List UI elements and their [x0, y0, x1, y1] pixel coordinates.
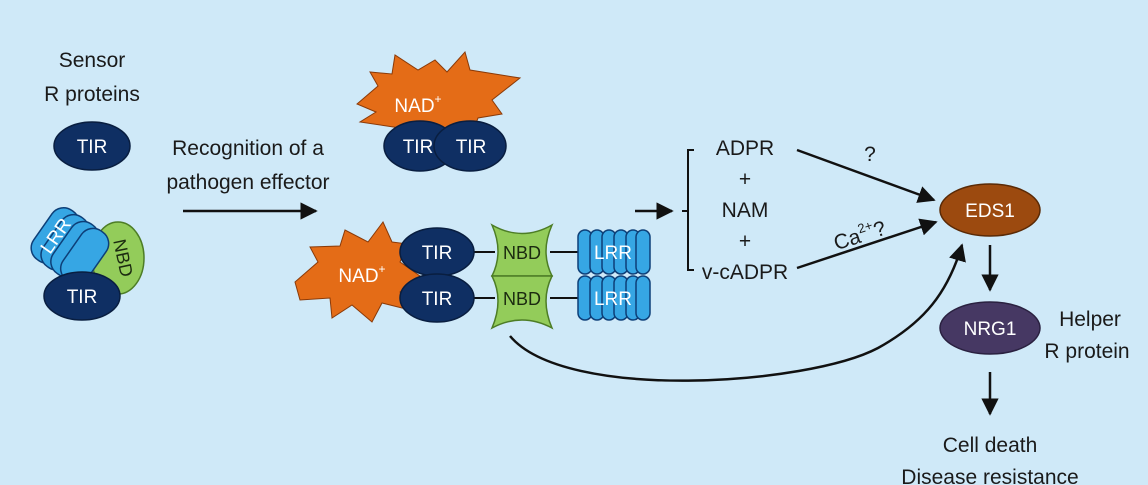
tir-dimer-nad-complex: NAD+ TIR TIR: [356, 50, 522, 172]
outcome-label-line2: Disease resistance: [901, 466, 1078, 485]
sensor-label-line2: R proteins: [44, 83, 140, 106]
tir-label: TIR: [456, 137, 487, 158]
nbd-label: NBD: [503, 243, 541, 263]
recognition-label-line2: pathogen effector: [166, 171, 329, 194]
folded-sensor-protein: NBD LRR TIR: [30, 206, 145, 321]
products-bracket: [682, 149, 694, 271]
tir-label: TIR: [77, 137, 108, 158]
helper-label-line2: R protein: [1044, 340, 1129, 363]
nrg1-label: NRG1: [964, 319, 1017, 340]
eds1-label: EDS1: [965, 201, 1015, 222]
plus-sign: +: [739, 230, 751, 253]
nbd-domain: [490, 275, 554, 330]
tir-label: TIR: [67, 287, 98, 308]
vcadpr-label: v-cADPR: [702, 261, 788, 284]
nbd-label: NBD: [503, 289, 541, 309]
recognition-label-line1: Recognition of a: [172, 137, 324, 160]
lrr-domain: LRR: [30, 206, 110, 285]
tir-label: TIR: [422, 243, 453, 264]
lrr-label: LRR: [594, 243, 632, 264]
lrr-label: LRR: [594, 289, 632, 310]
tir-label: TIR: [422, 289, 453, 310]
nam-label: NAM: [722, 199, 769, 222]
resistosome-to-eds1-arrow: [509, 243, 966, 382]
adpr-label: ADPR: [716, 137, 774, 160]
calcium-label: Ca2+?: [830, 214, 889, 255]
outcome-label-line1: Cell death: [943, 434, 1038, 457]
tir-domain-single: TIR: [53, 121, 131, 171]
helper-label-line1: Helper: [1059, 308, 1121, 331]
unknown-mark: ?: [864, 143, 876, 166]
vcadpr-to-eds1-arrow: [796, 218, 938, 270]
activated-resistosome: NAD+ TIR TIR NBD NBD LRR LRR: [294, 221, 651, 330]
nad-label: NAD+: [338, 262, 385, 287]
sensor-label-line1: Sensor: [59, 49, 126, 72]
eds1-node: EDS1: [939, 183, 1041, 237]
tir-label: TIR: [403, 137, 434, 158]
nbd-domain: [490, 223, 554, 277]
nad-label: NAD+: [394, 92, 441, 117]
adpr-to-eds1-arrow: [796, 148, 936, 203]
nrg1-node: NRG1: [939, 301, 1041, 355]
plus-sign: +: [739, 168, 751, 191]
